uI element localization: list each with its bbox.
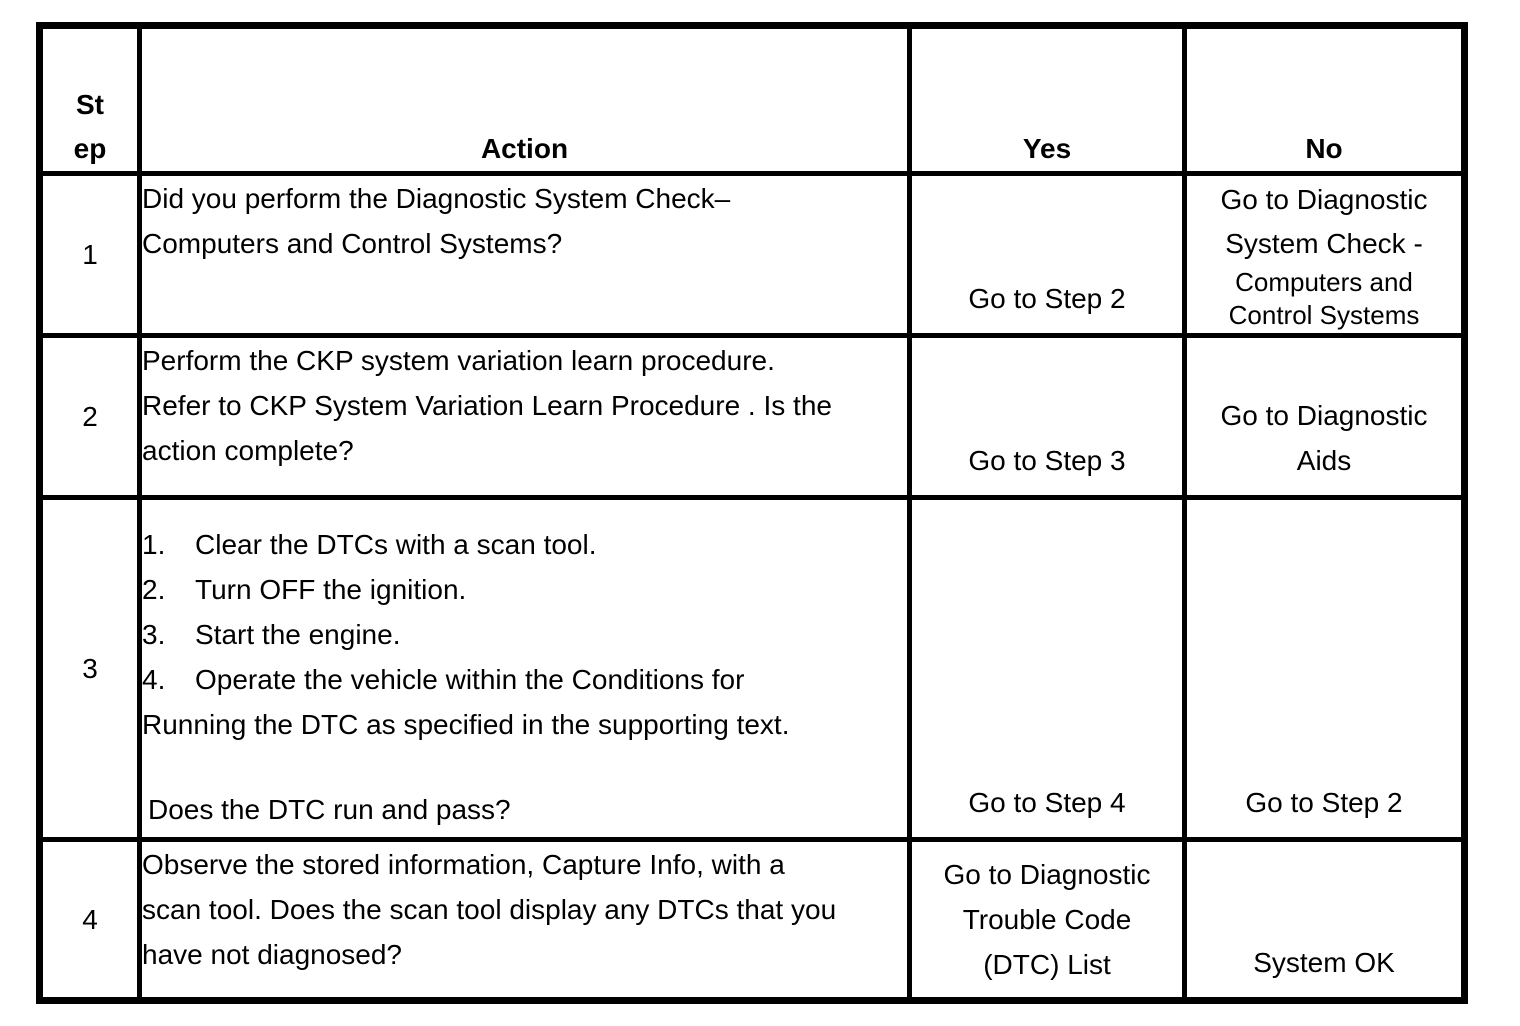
step-number-cell: 4 — [37, 837, 142, 1003]
no-answer-line: Go to Diagnostic — [1220, 183, 1428, 215]
action-cell: Did you perform the Diagnostic System Ch… — [137, 171, 912, 338]
yes-answer-line: Go to Step 4 — [968, 787, 1126, 818]
action-line: Observe the stored information, Capture … — [142, 849, 785, 880]
action-line: Perform the CKP system variation learn p… — [142, 345, 775, 376]
no-cell: System OK — [1182, 837, 1467, 1003]
no-answer-line: Go to Step 2 — [1245, 787, 1403, 818]
list-item-text: Start the engine. — [195, 619, 401, 650]
yes-answer-line: (DTC) List — [983, 949, 1111, 980]
action-line: Refer to CKP System Variation Learn Proc… — [142, 390, 832, 421]
yes-answer-line: Go to Diagnostic — [943, 859, 1151, 890]
no-answer-group: Computers and Control Systems — [1190, 266, 1460, 331]
no-answer-line: System Check - — [1225, 227, 1423, 259]
no-answer-line: Control Systems — [1228, 299, 1420, 330]
step-header-line: St — [76, 89, 104, 120]
no-answer-line: System OK — [1253, 947, 1395, 978]
list-item-number: 4. — [142, 664, 166, 695]
no-answer-line: Aids — [1296, 445, 1352, 476]
list-item-number: 3. — [142, 619, 166, 650]
list-item-number: 2. — [142, 574, 166, 605]
list-item: 3. Start the engine. — [142, 612, 905, 657]
yes-cell: Go to Step 4 — [907, 495, 1187, 842]
action-cell: Observe the stored information, Capture … — [137, 837, 912, 1003]
step-number-cell: 2 — [37, 333, 142, 500]
yes-cell: Go to Diagnostic Trouble Code (DTC) List — [907, 837, 1187, 1003]
yes-answer-line: Go to Step 2 — [968, 283, 1126, 314]
list-item-text: Clear the DTCs with a scan tool. — [195, 529, 597, 560]
action-question: Does the DTC run and pass? — [148, 794, 511, 825]
yes-answer-line: Go to Step 3 — [968, 445, 1126, 476]
table-row: 3 1. Clear the DTCs with a scan tool. 2.… — [37, 495, 1467, 842]
column-header-action: Action — [137, 23, 912, 176]
table-row: 4 Observe the stored information, Captur… — [37, 837, 1467, 1003]
table-header-row: St ep Action Yes No — [37, 23, 1467, 176]
action-line: scan tool. Does the scan tool display an… — [142, 894, 837, 925]
no-cell: Go to Diagnostic System Check - Computer… — [1182, 171, 1467, 338]
diagnostic-steps-table: St ep Action Yes No 1 Did you perform th… — [36, 22, 1468, 1004]
column-header-step: St ep — [37, 23, 142, 176]
no-cell: Go to Step 2 — [1182, 495, 1467, 842]
table-row: 2 Perform the CKP system variation learn… — [37, 333, 1467, 500]
step-number-cell: 3 — [37, 495, 142, 842]
step-header-line: ep — [73, 133, 107, 164]
no-answer-group: Go to Diagnostic System Check - — [1190, 179, 1460, 266]
step-number-cell: 1 — [37, 171, 142, 338]
action-line: Did you perform the Diagnostic System Ch… — [142, 183, 731, 214]
list-item: 2. Turn OFF the ignition. — [142, 567, 905, 612]
numbered-list: 1. Clear the DTCs with a scan tool. 2. T… — [142, 522, 905, 702]
no-answer-line: Computers and — [1235, 266, 1413, 297]
column-header-yes: Yes — [907, 23, 1187, 176]
action-line: action complete? — [142, 435, 354, 466]
no-answer-line: Go to Diagnostic — [1220, 400, 1428, 431]
table-row: 1 Did you perform the Diagnostic System … — [37, 171, 1467, 338]
column-header-no: No — [1182, 23, 1467, 176]
action-cell: 1. Clear the DTCs with a scan tool. 2. T… — [137, 495, 912, 842]
list-item: 1. Clear the DTCs with a scan tool. — [142, 522, 905, 567]
list-item: 4. Operate the vehicle within the Condit… — [142, 657, 905, 702]
list-item-text: Turn OFF the ignition. — [195, 574, 467, 605]
action-line: Computers and Control Systems? — [142, 228, 563, 259]
yes-cell: Go to Step 3 — [907, 333, 1187, 500]
yes-answer-line: Trouble Code — [962, 904, 1132, 935]
no-cell: Go to Diagnostic Aids — [1182, 333, 1467, 500]
yes-cell: Go to Step 2 — [907, 171, 1187, 338]
list-item-number: 1. — [142, 529, 166, 560]
list-item-text: Operate the vehicle within the Condition… — [195, 664, 745, 695]
list-continuation-line: Running the DTC as specified in the supp… — [142, 709, 790, 740]
action-cell: Perform the CKP system variation learn p… — [137, 333, 912, 500]
action-line: have not diagnosed? — [142, 939, 403, 970]
